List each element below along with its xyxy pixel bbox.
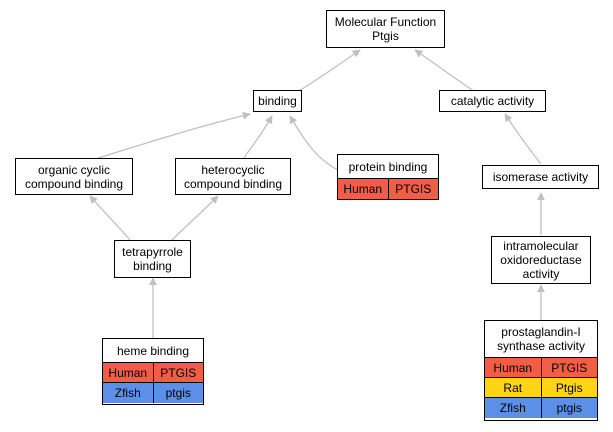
- gene-cell: PTGIS: [152, 363, 203, 382]
- species-cell: Human: [338, 179, 388, 199]
- edge-protein-to-binding: [289, 115, 339, 171]
- table-row: Rat Ptgis: [485, 378, 597, 398]
- edge-catalytic-to-mf: [414, 49, 476, 93]
- node-intramolecular-oxidoreductase-activity[interactable]: intramolecular oxidoreductase activity: [491, 236, 591, 284]
- table-row: Human PTGIS: [485, 358, 597, 378]
- node-molecular-function[interactable]: Molecular Function Ptgis: [326, 10, 445, 48]
- gene-cell: ptgis: [152, 383, 203, 403]
- table-row: Zfish ptgis: [485, 398, 597, 418]
- edge-tetrapyrrole-to-heterocyclic: [171, 195, 219, 241]
- species-cell: Zfish: [103, 383, 153, 403]
- node-binding[interactable]: binding: [253, 90, 302, 112]
- node-catalytic-activity[interactable]: catalytic activity: [439, 90, 546, 112]
- node-title: heme binding: [103, 339, 203, 363]
- gene-cell: Ptgis: [540, 378, 597, 397]
- edge-isomerase-to-catalytic: [504, 113, 542, 165]
- table-row: Zfish ptgis: [103, 383, 203, 403]
- node-title: prostaglandin-I synthase activity: [485, 321, 597, 358]
- species-cell: Human: [103, 363, 153, 382]
- edge-heterocyclic-to-binding: [243, 115, 273, 159]
- table-row: Human PTGIS: [103, 363, 203, 383]
- node-protein-binding[interactable]: protein binding Human PTGIS: [337, 154, 439, 200]
- table-row: Human PTGIS: [338, 179, 438, 199]
- edge-tetrapyrrole-to-organic: [89, 195, 131, 241]
- node-heme-binding[interactable]: heme binding Human PTGIS Zfish ptgis: [102, 338, 204, 405]
- species-cell: Zfish: [485, 398, 541, 418]
- species-cell: Human: [485, 358, 541, 377]
- species-cell: Rat: [485, 378, 541, 397]
- node-heterocyclic-compound-binding[interactable]: heterocyclic compound binding: [175, 158, 291, 195]
- node-tetrapyrrole-binding[interactable]: tetrapyrrole binding: [114, 240, 191, 278]
- node-title: protein binding: [338, 155, 438, 179]
- gene-cell: PTGIS: [540, 358, 597, 377]
- node-isomerase-activity[interactable]: isomerase activity: [482, 165, 599, 189]
- gene-cell: PTGIS: [387, 179, 438, 199]
- node-organic-cyclic-compound-binding[interactable]: organic cyclic compound binding: [15, 158, 133, 195]
- node-prostaglandin-i-synthase-activity[interactable]: prostaglandin-I synthase activity Human …: [484, 320, 598, 421]
- gene-cell: ptgis: [540, 398, 597, 418]
- edge-binding-to-mf: [296, 49, 361, 93]
- edge-organic-to-binding: [97, 111, 251, 159]
